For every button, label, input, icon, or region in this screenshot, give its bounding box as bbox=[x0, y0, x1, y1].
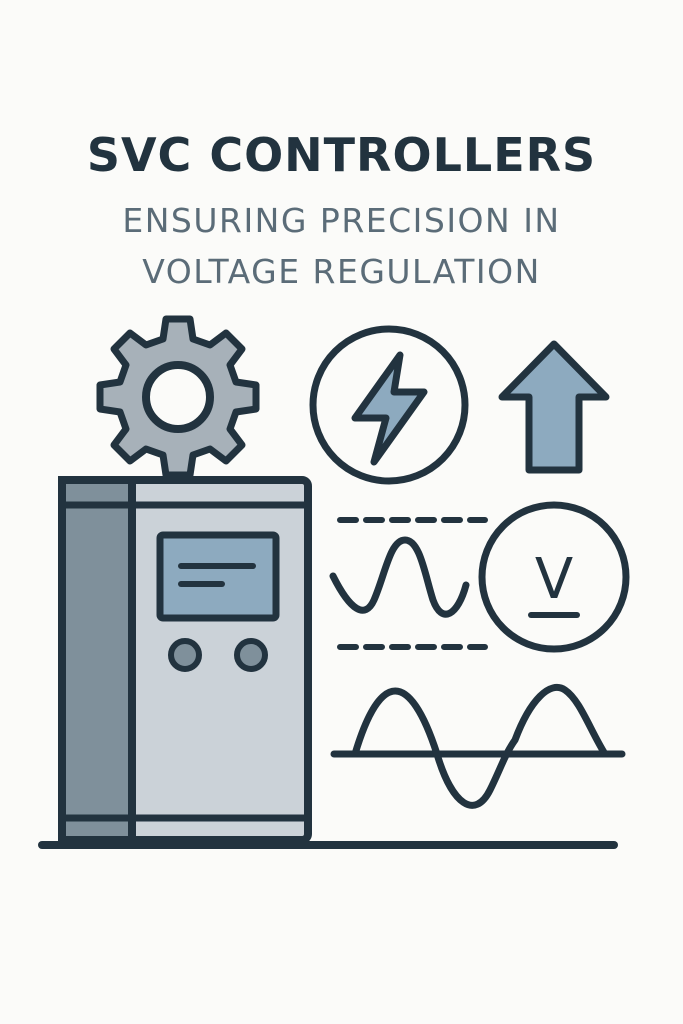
page-title: SVC CONTROLLERS bbox=[86, 128, 597, 182]
up-arrow-icon bbox=[498, 340, 610, 474]
subtitle-line-2: VOLTAGE REGULATION bbox=[142, 252, 541, 291]
voltage-symbol-icon: V bbox=[478, 501, 630, 653]
control-cabinet-icon bbox=[58, 476, 312, 844]
lightning-bolt-icon bbox=[309, 325, 469, 485]
waveform-graphic bbox=[330, 684, 626, 809]
gear-icon bbox=[96, 315, 260, 479]
sine-wave-icon bbox=[329, 536, 470, 618]
voltage-symbol-text: V bbox=[535, 547, 573, 612]
subtitle-line-1: ENSURING PRECISION IN bbox=[122, 201, 561, 240]
